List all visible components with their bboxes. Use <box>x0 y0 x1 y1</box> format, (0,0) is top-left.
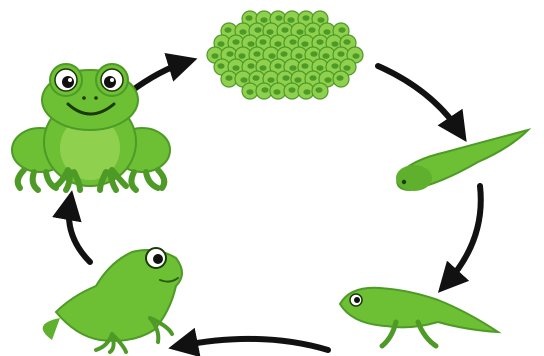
egg-embryo <box>217 41 224 47</box>
egg-embryo <box>260 17 267 23</box>
egg-embryo <box>259 39 266 45</box>
egg-embryo <box>253 51 260 57</box>
egg-embryo <box>240 77 247 83</box>
tadpole-icon <box>396 130 528 191</box>
egg-embryo <box>302 15 309 21</box>
egg-embryo <box>322 53 329 59</box>
egg-embryo <box>274 63 281 69</box>
egg-embryo <box>294 77 301 83</box>
egg-embryo <box>254 27 261 33</box>
egg-embryo <box>273 89 280 95</box>
egg-embryo <box>289 65 296 71</box>
arrow-tadpole-to-legged-tadpole <box>446 186 481 284</box>
egg-embryo <box>301 63 308 69</box>
egg-embryo <box>247 63 254 69</box>
egg-embryo <box>315 87 322 93</box>
egg-embryo <box>331 63 338 69</box>
egg-embryo <box>301 41 308 47</box>
egg-embryo <box>252 75 259 81</box>
egg-embryo <box>310 51 317 57</box>
egg-embryo <box>246 89 253 95</box>
egg-embryo <box>287 17 294 23</box>
arrow-legged-tadpole-to-froglet <box>180 339 328 350</box>
arrow-frog-to-spawn <box>130 62 186 92</box>
egg-embryo <box>274 41 281 47</box>
egg-embryo <box>266 29 273 35</box>
egg-embryo <box>261 87 268 93</box>
egg-embryo <box>268 53 275 59</box>
egg-embryo <box>324 77 331 83</box>
tadpole-with-legs-icon <box>340 288 498 346</box>
egg-embryo <box>280 51 287 57</box>
egg-embryo <box>259 65 266 71</box>
egg-embryo <box>224 27 231 33</box>
arrow-spawn-to-tadpole <box>378 66 460 132</box>
egg-embryo <box>239 29 246 35</box>
egg-embryo <box>337 51 344 57</box>
egg-embryo <box>343 65 350 71</box>
egg-embryo <box>232 39 239 45</box>
egg-embryo <box>226 51 233 57</box>
egg-embryo <box>352 53 359 59</box>
egg-embryo <box>238 53 245 59</box>
egg-embryo <box>317 17 324 23</box>
egg-embryo <box>303 89 310 95</box>
egg-embryo <box>316 39 323 45</box>
egg-embryo <box>217 63 224 69</box>
egg-embryo <box>225 75 232 81</box>
egg-embryo <box>295 53 302 59</box>
egg-embryo <box>281 27 288 33</box>
egg-embryo <box>288 87 295 93</box>
egg-embryo <box>343 39 350 45</box>
arrow-froglet-to-frog <box>69 202 90 262</box>
egg-embryo <box>245 15 252 21</box>
frog-spawn-eggs-icon <box>207 11 363 99</box>
egg-embryo <box>289 39 296 45</box>
egg-embryo <box>308 27 315 33</box>
egg-embryo <box>247 41 254 47</box>
egg-embryo <box>267 77 274 83</box>
egg-embryo <box>282 75 289 81</box>
egg-embryo <box>338 27 345 33</box>
egg-embryo <box>323 29 330 35</box>
egg-embryo <box>316 65 323 71</box>
egg-embryo <box>275 15 282 21</box>
egg-embryo <box>211 53 218 59</box>
froglet-icon <box>43 248 182 352</box>
egg-embryo <box>309 75 316 81</box>
egg-embryo <box>336 75 343 81</box>
egg-embryo <box>331 41 338 47</box>
egg-embryo <box>296 29 303 35</box>
egg-embryo <box>232 65 239 71</box>
